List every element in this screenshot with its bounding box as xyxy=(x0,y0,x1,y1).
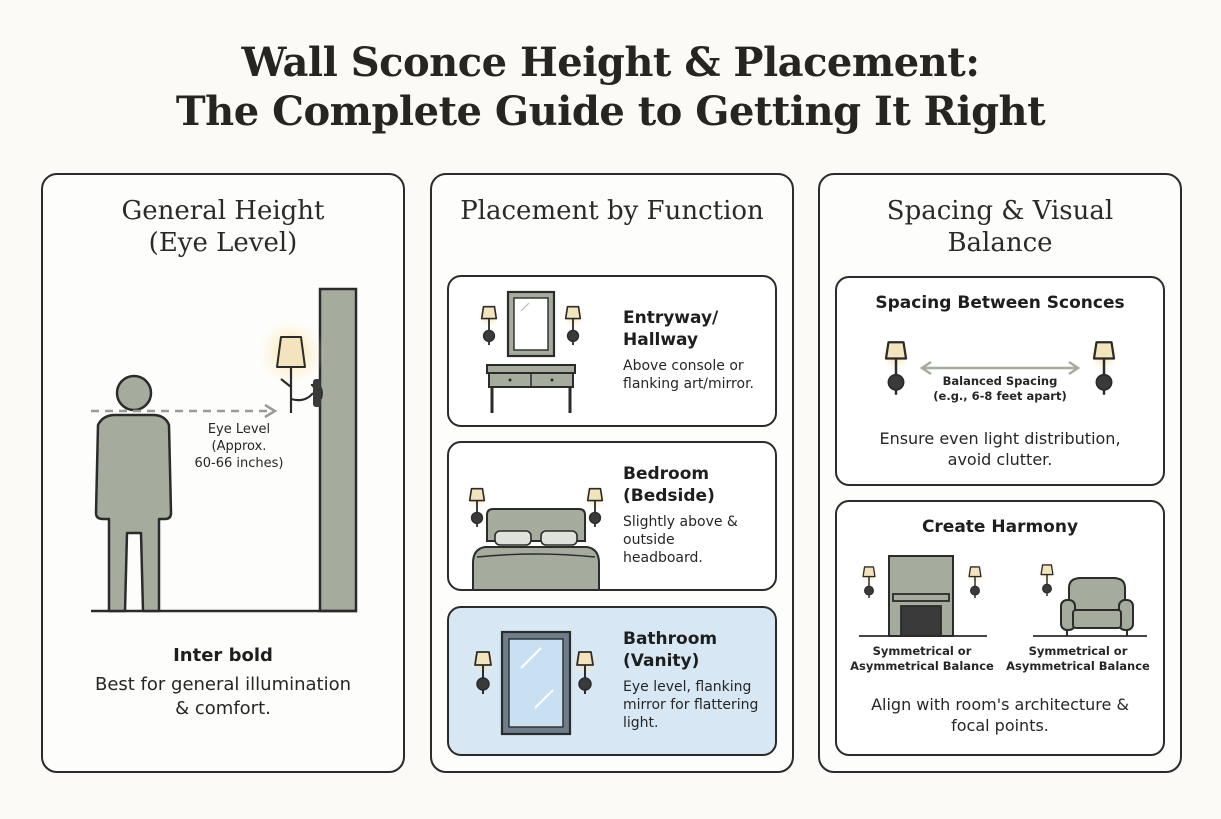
page-title: Wall Sconce Height & Placement: The Comp… xyxy=(0,38,1221,136)
bathroom-illustration xyxy=(471,630,597,736)
bathroom-card-title-line-1: Bathroom xyxy=(623,629,718,649)
bedroom-card: Bedroom (Bedside) Slightly above & outsi… xyxy=(447,441,777,591)
spacing-card-title: Spacing Between Sconces xyxy=(875,293,1125,313)
entryway-card-title-line-1: Entryway/ xyxy=(623,308,719,328)
general-height-title-line-2: (Eye Level) xyxy=(148,228,298,258)
bedroom-card-title-line-2: (Bedside) xyxy=(623,486,715,506)
harmony-card-description: Align with room's architecture & focal p… xyxy=(837,694,1163,736)
eye-level-label-line-1: Eye Level xyxy=(207,422,271,437)
sconce-icon xyxy=(561,303,585,345)
bathroom-card-description-line-2: mirror for flattering xyxy=(623,697,759,713)
bathroom-card-description-line-1: Eye level, flanking xyxy=(623,679,752,695)
spacing-card-description-line-1: Ensure even light distribution, xyxy=(879,429,1121,448)
entryway-card-description: Above console or flanking art/mirror. xyxy=(623,357,754,393)
general-height-description-line-1: Best for general illumination xyxy=(94,674,352,695)
wall-icon xyxy=(318,287,358,613)
spacing-illustration xyxy=(881,337,1119,397)
page-title-line-1: Wall Sconce Height & Placement: xyxy=(241,39,980,86)
bedroom-card-title-line-1: Bedroom xyxy=(623,464,710,484)
general-height-title-line-1: General Height xyxy=(121,196,325,226)
harmony-card-description-line-1: Align with room's architecture & xyxy=(871,695,1129,714)
spacing-balance-panel: Spacing & Visual Balance Spacing Between… xyxy=(818,173,1182,773)
sconce-icon xyxy=(477,303,501,345)
spacing-card: Spacing Between Sconces Balanced Spacing… xyxy=(835,276,1165,486)
bed-icon xyxy=(472,508,600,589)
left-balance-label-line-2: Asymmetrical Balance xyxy=(850,659,994,673)
bedroom-card-description-line-3: headboard. xyxy=(623,550,703,566)
double-arrow-icon xyxy=(919,360,1081,376)
general-height-title: General Height (Eye Level) xyxy=(43,195,403,259)
placement-by-function-title: Placement by Function xyxy=(460,196,764,226)
balanced-spacing-label-line-2: (e.g., 6-8 feet apart) xyxy=(933,389,1067,403)
bathroom-card-description-line-3: light. xyxy=(623,715,659,731)
harmony-card-title: Create Harmony xyxy=(921,517,1079,537)
sconce-icon xyxy=(859,564,879,598)
left-balance-label-line-1: Symmetrical or xyxy=(872,644,972,658)
entryway-card-description-line-1: Above console or xyxy=(623,358,744,374)
general-height-description-line-2: & comfort. xyxy=(175,698,271,719)
person-icon xyxy=(94,374,173,613)
harmony-illustration xyxy=(859,555,1147,637)
console-table-icon xyxy=(486,364,576,413)
sconce-icon xyxy=(471,648,495,694)
left-balance-label: Symmetrical or Asymmetrical Balance xyxy=(847,644,997,674)
right-balance-label-line-1: Symmetrical or xyxy=(1028,644,1128,658)
sconce-icon xyxy=(965,564,985,598)
spacing-balance-title-line-2: Balance xyxy=(947,228,1053,258)
armchair-icon xyxy=(1060,577,1134,636)
spacing-balance-title: Spacing & Visual Balance xyxy=(820,195,1180,259)
placement-by-function-panel: Placement by Function Entryway/ Hallway xyxy=(430,173,794,773)
sconce-icon xyxy=(583,485,607,527)
mirror-icon xyxy=(506,290,556,358)
entryway-card: Entryway/ Hallway Above console or flank… xyxy=(447,275,777,427)
sconce-icon xyxy=(1037,562,1057,596)
bathroom-card-description: Eye level, flanking mirror for flatterin… xyxy=(623,678,758,732)
sconce-icon xyxy=(465,485,489,527)
fireplace-icon xyxy=(888,555,954,637)
eye-level-label: Eye Level (Approx. 60-66 inches) xyxy=(194,421,284,472)
eye-level-label-line-2: (Approx. xyxy=(211,439,267,454)
entryway-card-title-line-2: Hallway xyxy=(623,330,699,350)
eye-level-illustration xyxy=(91,287,358,613)
sconce-icon xyxy=(573,648,597,694)
right-balance-label: Symmetrical or Asymmetrical Balance xyxy=(1003,644,1153,674)
spacing-card-description-line-2: avoid clutter. xyxy=(947,450,1053,469)
bedroom-card-description-line-1: Slightly above & xyxy=(623,514,738,530)
bathroom-card-title: Bathroom (Vanity) xyxy=(623,628,717,672)
bathroom-card: Bathroom (Vanity) Eye level, flanking mi… xyxy=(447,606,777,756)
balanced-spacing-label-line-1: Balanced Spacing xyxy=(942,374,1058,388)
general-height-panel: General Height (Eye Level) Eye Level (Ap… xyxy=(41,173,405,773)
bedroom-card-title: Bedroom (Bedside) xyxy=(623,463,715,507)
bathroom-card-title-line-2: (Vanity) xyxy=(623,651,700,671)
bedroom-card-description-line-2: outside xyxy=(623,532,675,548)
page-title-line-2: The Complete Guide to Getting It Right xyxy=(175,88,1046,135)
general-height-description: Best for general illumination & comfort. xyxy=(43,673,403,721)
balanced-spacing-label: Balanced Spacing (e.g., 6-8 feet apart) xyxy=(837,374,1163,404)
harmony-card-description-line-2: focal points. xyxy=(951,716,1049,735)
entryway-card-description-line-2: flanking art/mirror. xyxy=(623,376,754,392)
right-balance-label-line-2: Asymmetrical Balance xyxy=(1006,659,1150,673)
spacing-balance-title-line-1: Spacing & Visual xyxy=(886,196,1114,226)
bedroom-card-description: Slightly above & outside headboard. xyxy=(623,513,738,567)
harmony-card: Create Harmony Symmetrical or xyxy=(835,500,1165,756)
general-height-bold-text: Inter bold xyxy=(173,645,273,666)
wall-sconce-icon xyxy=(257,319,325,413)
entryway-card-title: Entryway/ Hallway xyxy=(623,307,718,351)
eye-level-label-line-3: 60-66 inches) xyxy=(194,456,284,471)
spacing-card-description: Ensure even light distribution, avoid cl… xyxy=(837,428,1163,470)
entryway-illustration xyxy=(477,290,585,413)
vanity-mirror-icon xyxy=(500,630,572,736)
bedroom-illustration xyxy=(465,485,607,589)
